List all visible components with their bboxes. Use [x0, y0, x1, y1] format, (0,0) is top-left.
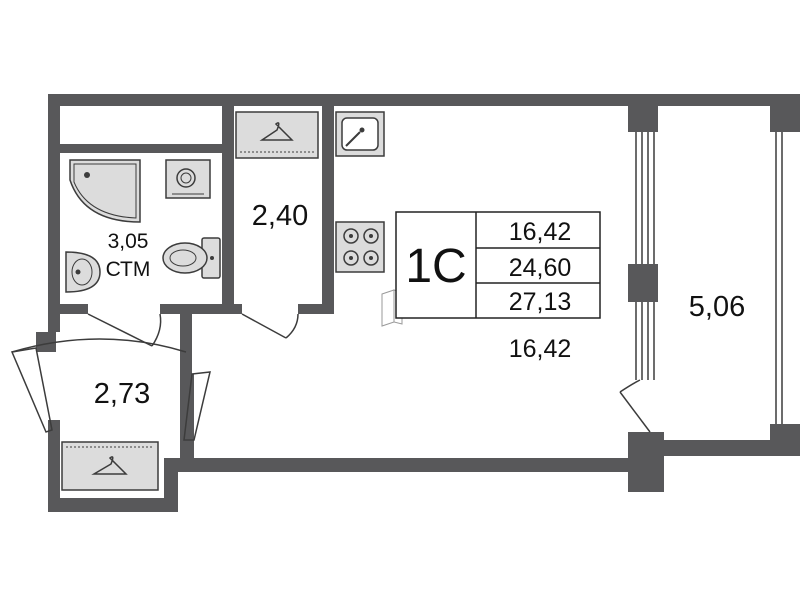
living-area-value: 16,42	[509, 218, 572, 246]
windows	[10, 132, 783, 441]
hanger-icon	[61, 441, 159, 491]
toilet-icon	[162, 237, 221, 279]
total-with-balcony-value: 27,13	[509, 288, 572, 316]
walls	[36, 94, 800, 512]
shower-icon	[69, 159, 141, 223]
doors	[11, 313, 651, 433]
stove-icon	[335, 221, 385, 273]
sink-icon	[335, 111, 385, 157]
closet-area-label: 2,40	[252, 200, 308, 232]
total-area-value: 24,60	[509, 254, 572, 282]
apartment-type: 1С	[405, 240, 466, 293]
washbasin-icon	[65, 251, 101, 293]
bathroom-type-label: СТМ	[106, 258, 151, 281]
bathroom-area-label: 3,05	[108, 230, 149, 253]
hall-area-label: 2,73	[94, 378, 150, 410]
balcony-area-label: 5,06	[689, 291, 745, 323]
living-room-area-label: 16,42	[509, 335, 572, 363]
area-summary-table: 1С 16,42 24,60 27,13	[395, 211, 601, 319]
washing-machine-icon	[165, 159, 211, 199]
hanger-icon	[235, 111, 319, 159]
